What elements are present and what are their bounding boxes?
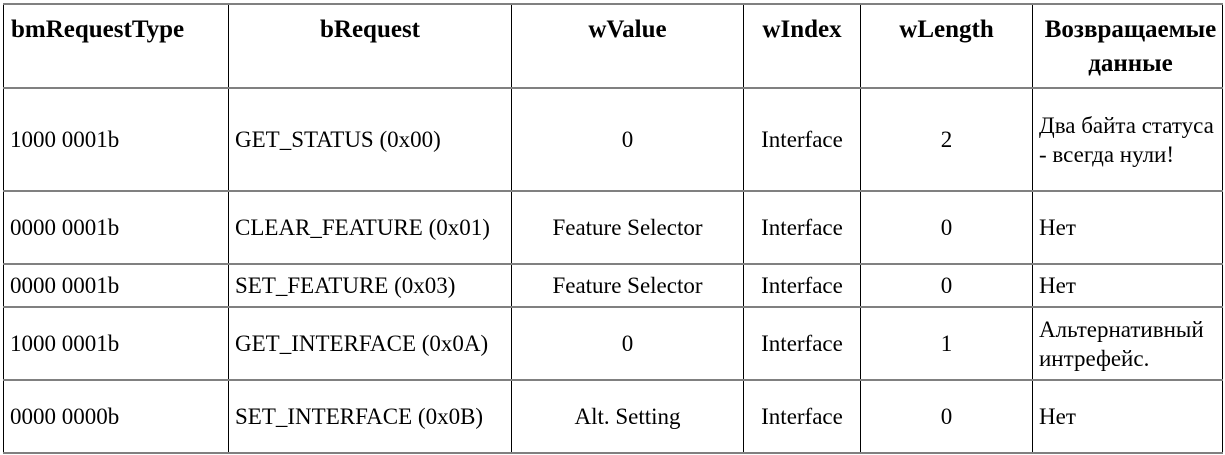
cell-wlength: 0 — [860, 263, 1033, 308]
table-row: 1000 0001b GET_STATUS (0x00) 0 Interface… — [3, 87, 1223, 192]
cell-windex: Interface — [743, 190, 861, 265]
cell-wlength: 0 — [860, 379, 1033, 454]
cell-bmrequesttype: 0000 0001b — [3, 190, 229, 265]
cell-windex: Interface — [743, 379, 861, 454]
cell-wvalue: Feature Selector — [511, 263, 744, 308]
cell-windex: Interface — [743, 87, 861, 192]
cell-returned-data: Альтернативный интрефейс. — [1032, 306, 1223, 381]
header-windex: wIndex — [743, 3, 861, 89]
header-brequest: bRequest — [228, 3, 512, 89]
cell-brequest: GET_INTERFACE (0x0A) — [228, 306, 512, 381]
cell-brequest: GET_STATUS (0x00) — [228, 87, 512, 192]
cell-returned-data: Нет — [1032, 190, 1223, 265]
cell-returned-data: Два байта статуса - всегда нули! — [1032, 87, 1223, 192]
cell-brequest: SET_INTERFACE (0x0B) — [228, 379, 512, 454]
table-row: 0000 0000b SET_INTERFACE (0x0B) Alt. Set… — [3, 379, 1223, 454]
cell-returned-data: Нет — [1032, 379, 1223, 454]
cell-wlength: 0 — [860, 190, 1033, 265]
cell-wvalue: 0 — [511, 87, 744, 192]
cell-bmrequesttype: 0000 0000b — [3, 379, 229, 454]
header-row: bmRequestType bRequest wValue wIndex wLe… — [3, 3, 1223, 89]
cell-windex: Interface — [743, 306, 861, 381]
table-row: 1000 0001b GET_INTERFACE (0x0A) 0 Interf… — [3, 306, 1223, 381]
cell-bmrequesttype: 1000 0001b — [3, 306, 229, 381]
table-row: 0000 0001b SET_FEATURE (0x03) Feature Se… — [3, 263, 1223, 308]
cell-wvalue: 0 — [511, 306, 744, 381]
header-wlength: wLength — [860, 3, 1033, 89]
cell-brequest: SET_FEATURE (0x03) — [228, 263, 512, 308]
table-row: 0000 0001b CLEAR_FEATURE (0x01) Feature … — [3, 190, 1223, 265]
header-returned-data: Возвращаемые данные — [1032, 3, 1223, 89]
cell-wvalue: Feature Selector — [511, 190, 744, 265]
cell-wvalue: Alt. Setting — [511, 379, 744, 454]
cell-bmrequesttype: 0000 0001b — [3, 263, 229, 308]
cell-returned-data: Нет — [1032, 263, 1223, 308]
cell-wlength: 2 — [860, 87, 1033, 192]
header-bmrequesttype: bmRequestType — [3, 3, 229, 89]
header-wvalue: wValue — [511, 3, 744, 89]
cell-wlength: 1 — [860, 306, 1033, 381]
cell-brequest: CLEAR_FEATURE (0x01) — [228, 190, 512, 265]
cell-windex: Interface — [743, 263, 861, 308]
cell-bmrequesttype: 1000 0001b — [3, 87, 229, 192]
usb-interface-requests-table: bmRequestType bRequest wValue wIndex wLe… — [3, 3, 1223, 454]
